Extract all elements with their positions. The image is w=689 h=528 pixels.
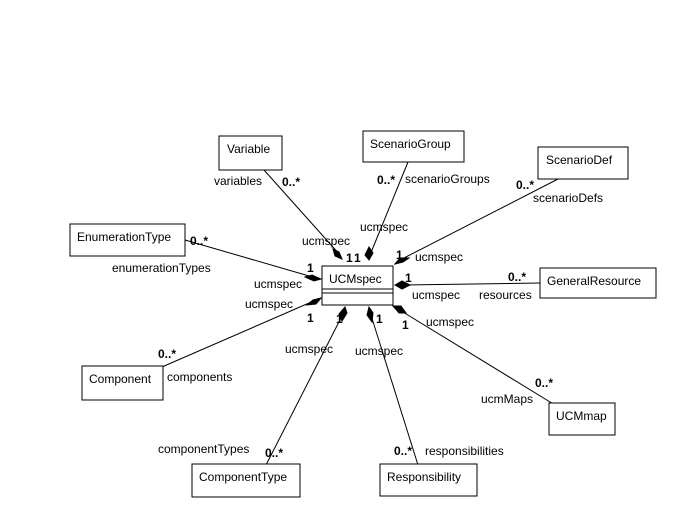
class-name-general-resource: GeneralResource (547, 274, 641, 288)
owner-role-component-type: ucmspec (285, 342, 333, 356)
class-name-scenario-def: ScenarioDef (546, 153, 613, 167)
multiplicity-scenario-defs: 0..* (516, 178, 534, 192)
owner-role-general-resource: ucmspec (412, 288, 460, 302)
role-label-enumeration-types: enumerationTypes (112, 261, 211, 275)
owner-multiplicity-component-type: 1 (336, 312, 343, 326)
class-name-scenario-group: ScenarioGroup (370, 137, 451, 151)
composition-diamond-component-type (338, 306, 348, 323)
assoc-line-component (154, 299, 317, 371)
multiplicity-components: 0..* (158, 347, 176, 361)
role-label-ucm-maps: ucmMaps (481, 392, 533, 406)
role-label-scenario-groups: scenarioGroups (405, 172, 490, 186)
owner-role-enumeration-type: ucmspec (254, 277, 302, 291)
class-component-type[interactable]: ComponentType (191, 463, 301, 498)
multiplicity-enumeration-types: 0..* (190, 234, 208, 248)
multiplicity-ucm-maps: 0..* (535, 376, 553, 390)
class-general-resource[interactable]: GeneralResource (539, 267, 657, 299)
owner-multiplicity-scenario-group: 1 (354, 251, 361, 265)
role-label-variables: variables (214, 174, 262, 188)
class-name-ucmspec: UCMspec (329, 272, 382, 286)
composition-diamond-responsibility (366, 305, 374, 324)
multiplicity-scenario-groups: 0..* (377, 173, 395, 187)
class-name-variable: Variable (227, 142, 270, 156)
class-variable[interactable]: Variable (218, 135, 283, 171)
class-name-component: Component (89, 372, 152, 386)
owner-role-variable: ucmspec (302, 234, 350, 248)
class-name-component-type: ComponentType (199, 470, 287, 484)
assoc-line-component-type (264, 311, 345, 468)
multiplicity-resources: 0..* (508, 270, 526, 284)
class-enumeration-type[interactable]: EnumerationType (69, 223, 186, 257)
assoc-line-variable (263, 169, 341, 256)
composition-diamond-variable (332, 248, 343, 260)
class-component[interactable]: Component (81, 365, 164, 401)
composition-diamond-general-resource (393, 280, 412, 290)
owner-multiplicity-ucm-map: 1 (402, 318, 409, 332)
class-name-responsibility: Responsibility (387, 470, 461, 484)
role-label-components: components (167, 370, 232, 384)
multiplicity-responsibilities: 0..* (394, 444, 412, 458)
composition-diamond-ucm-map (391, 305, 407, 314)
owner-multiplicity-enumeration-type: 1 (307, 261, 314, 275)
assoc-line-scenario-def (399, 177, 561, 261)
class-scenario-def[interactable]: ScenarioDef (537, 146, 629, 180)
owner-role-scenario-group: ucmspec (360, 220, 408, 234)
owner-role-scenario-def: ucmspec (415, 250, 463, 264)
composition-diamond-scenario-def (393, 257, 411, 265)
class-ucm-map[interactable]: UCMmap (548, 402, 616, 436)
role-label-resources: resources (479, 288, 532, 302)
role-label-component-types: componentTypes (158, 442, 249, 456)
role-label-scenario-defs: scenarioDefs (533, 191, 603, 205)
assoc-line-scenario-group (369, 161, 409, 256)
owner-role-ucm-map: ucmspec (426, 315, 474, 329)
owner-multiplicity-responsibility: 1 (376, 312, 383, 326)
class-responsibility[interactable]: Responsibility (379, 463, 478, 497)
multiplicity-component-types: 0..* (265, 446, 283, 460)
composition-diamond-scenario-group (364, 246, 374, 261)
class-name-enumeration-type: EnumerationType (77, 230, 171, 244)
owner-multiplicity-general-resource: 1 (405, 271, 412, 285)
owner-multiplicity-component: 1 (307, 311, 314, 325)
assoc-line-ucm-map (397, 308, 556, 406)
owner-role-component: ucmspec (245, 297, 293, 311)
class-name-ucm-map: UCMmap (556, 409, 607, 423)
class-ucmspec[interactable]: UCMspec (321, 265, 394, 306)
class-scenario-group[interactable]: ScenarioGroup (362, 130, 465, 163)
owner-multiplicity-scenario-def: 1 (396, 248, 403, 262)
assoc-line-general-resource (403, 282, 541, 286)
multiplicity-variables: 0..* (282, 175, 300, 189)
assoc-line-responsibility (369, 311, 419, 466)
owner-role-responsibility: ucmspec (355, 344, 403, 358)
role-label-responsibilities: responsibilities (425, 444, 504, 458)
assoc-line-enumeration-type (184, 239, 317, 279)
composition-diamond-component (305, 297, 323, 306)
composition-diamond-enumeration-type (303, 274, 323, 282)
owner-multiplicity-variable: 1 (346, 251, 353, 265)
